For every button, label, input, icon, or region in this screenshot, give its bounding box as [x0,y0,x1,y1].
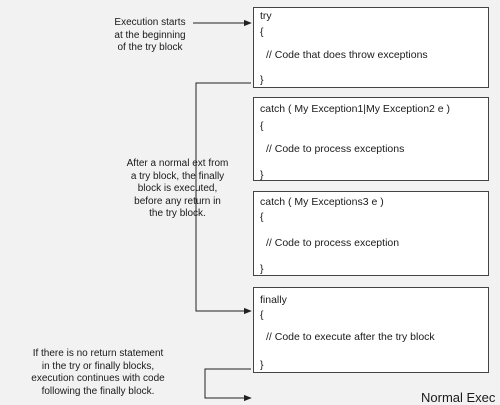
catch-1-close-brace: } [260,169,264,181]
note-execution-continues: If there is no return statement in the t… [8,348,188,398]
note-finally-line-2: a try block, the finally [130,170,225,182]
note-execution-start: Execution starts at the beginning of the… [95,17,205,55]
catch-block-2: catch ( My Exceptions3 e ) { // Code to … [253,191,489,276]
try-close-brace: } [260,74,264,86]
note-start-line-1: Execution starts [114,17,186,28]
note-start-line-2: at the beginning [114,29,186,41]
try-keyword: try [260,10,272,22]
note-continue-line-3: execution continues with code [31,373,165,384]
normal-execution-label: Normal Exec [421,390,496,405]
catch-1-header: catch ( My Exception1|My Exception2 e ) [260,103,451,115]
note-start-line-3: of the try block [117,42,183,53]
try-open-brace: { [260,26,264,38]
note-finally-line-3: block is executed, [137,183,218,194]
try-block: try { // Code that does throw exceptions… [253,7,489,88]
note-finally-line-5: the try block. [149,208,206,219]
finally-block: finally { // Code to execute after the t… [253,287,489,373]
catch-2-header: catch ( My Exceptions3 e ) [260,196,384,208]
catch-1-body-comment: // Code to process exceptions [266,143,405,155]
finally-body-comment: // Code to execute after the try block [266,331,435,343]
note-finally-line-4: before any return in [134,195,221,207]
note-continue-line-4: following the finally block. [41,385,155,397]
catch-1-open-brace: { [260,120,264,132]
note-continue-line-1: If there is no return statement [32,348,164,359]
note-finally-executed: After a normal ext from a try block, the… [110,158,245,221]
connector-try-to-finally [195,82,252,315]
note-finally-line-1: After a normal ext from [126,158,229,169]
connector-finally-to-normal [204,368,252,402]
finally-keyword: finally [260,294,287,306]
catch-2-close-brace: } [260,263,264,275]
note-continue-line-2: in the try or finally blocks, [41,360,155,372]
catch-block-1: catch ( My Exception1|My Exception2 e ) … [253,97,489,181]
try-body-comment: // Code that does throw exceptions [266,49,428,61]
catch-2-body-comment: // Code to process exception [266,237,400,249]
finally-open-brace: { [260,309,264,321]
finally-close-brace: } [260,359,264,371]
catch-2-open-brace: { [260,211,264,223]
